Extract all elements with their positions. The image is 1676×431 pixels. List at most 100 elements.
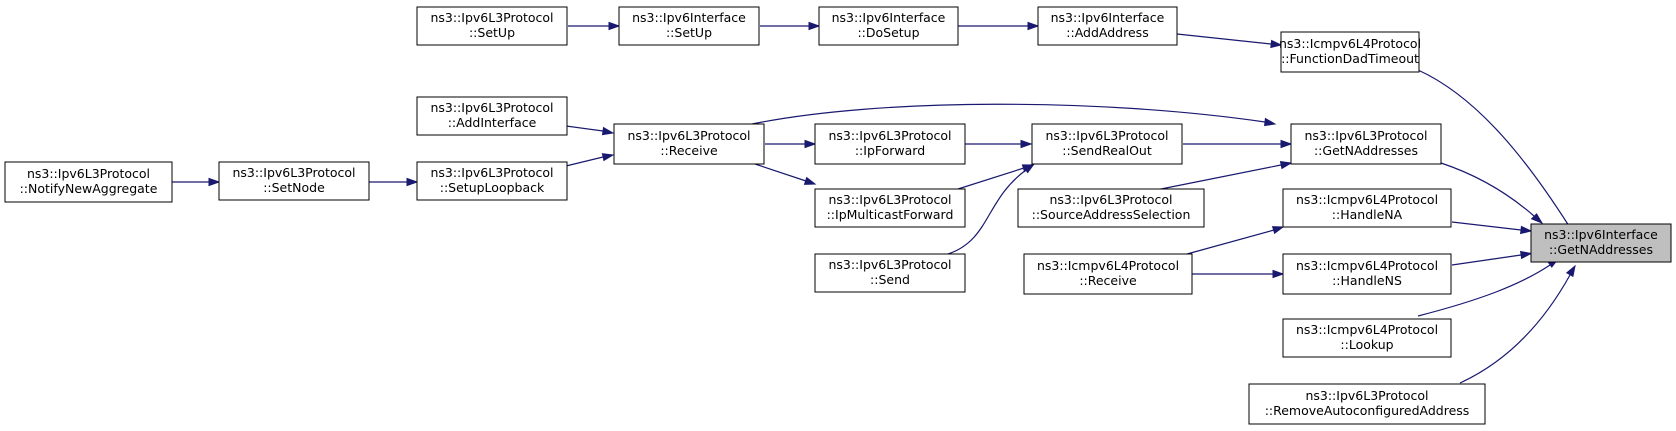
node-icmpv6l4protocol-receive[interactable]: ns3::Icmpv6L4Protocol ::Receive bbox=[1023, 253, 1193, 295]
node-ipv6l3protocol-getnaddresses[interactable]: ns3::Ipv6L3Protocol ::GetNAddresses bbox=[1290, 123, 1442, 165]
node-line1: ns3::Icmpv6L4Protocol bbox=[1296, 192, 1438, 207]
edge-l3getnaddresses-to-getnaddresses bbox=[1440, 162, 1535, 217]
node-line2: ::SetUp bbox=[666, 25, 712, 40]
node-line2: ::AddInterface bbox=[448, 115, 537, 130]
arrowhead bbox=[1264, 117, 1277, 127]
arrowhead bbox=[1270, 39, 1283, 49]
edge-lookup-to-getnaddresses bbox=[1417, 264, 1551, 317]
node-line1: ns3::Icmpv6L4Protocol bbox=[1279, 36, 1421, 51]
node-ipv6interface-addaddress[interactable]: ns3::Ipv6Interface ::AddAddress bbox=[1037, 6, 1178, 46]
node-line1: ns3::Ipv6L3Protocol bbox=[430, 165, 553, 180]
node-line1: ns3::Icmpv6L4Protocol bbox=[1296, 322, 1438, 337]
node-line1: ns3::Ipv6L3Protocol bbox=[1049, 192, 1172, 207]
node-line1: ns3::Ipv6Interface bbox=[1051, 10, 1165, 25]
node-line2: ::GetNAddresses bbox=[1549, 242, 1653, 257]
node-line1: ns3::Ipv6Interface bbox=[632, 10, 746, 25]
node-line2: ::SetupLoopback bbox=[440, 180, 545, 195]
node-line2: ::HandleNS bbox=[1332, 273, 1402, 288]
edge-removeautoconfigured-to-getnaddresses bbox=[1459, 274, 1571, 384]
node-line2: ::FunctionDadTimeout bbox=[1281, 51, 1419, 66]
arrowhead bbox=[1027, 21, 1040, 31]
node-line2: ::Send bbox=[870, 272, 910, 287]
node-ipv6l3protocol-send[interactable]: ns3::Ipv6L3Protocol ::Send bbox=[814, 253, 966, 293]
arrowhead bbox=[804, 139, 817, 149]
node-line2: ::RemoveAutoconfiguredAddress bbox=[1265, 403, 1470, 418]
arrowhead bbox=[1520, 225, 1533, 235]
arrowhead bbox=[1279, 161, 1293, 170]
arrowhead bbox=[208, 177, 221, 187]
edge-handlena-to-getnaddresses bbox=[1451, 221, 1522, 231]
node-icmpv6l4protocol-handlena[interactable]: ns3::Icmpv6L4Protocol ::HandleNA bbox=[1282, 188, 1452, 228]
node-line2: ::GetNAddresses bbox=[1314, 143, 1418, 158]
node-line1: ns3::Ipv6L3Protocol bbox=[430, 100, 553, 115]
arrowhead bbox=[1280, 139, 1293, 149]
node-line2: ::SetNode bbox=[263, 180, 325, 195]
arrowhead bbox=[808, 21, 821, 31]
node-line1: ns3::Icmpv6L4Protocol bbox=[1037, 258, 1179, 273]
arrowhead bbox=[1565, 264, 1576, 278]
node-line1: ns3::Icmpv6L4Protocol bbox=[1296, 258, 1438, 273]
node-ipv6l3protocol-ipmulticastforward[interactable]: ns3::Ipv6L3Protocol ::IpMulticastForward bbox=[814, 188, 966, 228]
node-line1: ns3::Ipv6L3Protocol bbox=[430, 10, 553, 25]
arrowhead bbox=[601, 153, 615, 162]
node-icmpv6l4protocol-functiondadtimeout[interactable]: ns3::Icmpv6L4Protocol ::FunctionDadTimeo… bbox=[1279, 31, 1421, 73]
node-line2: ::IpMulticastForward bbox=[827, 207, 954, 222]
arrowhead bbox=[1530, 213, 1544, 225]
node-ipv6l3protocol-notifynewaggregate[interactable]: ns3::Ipv6L3Protocol ::NotifyNewAggregate bbox=[4, 161, 173, 203]
node-line1: ns3::Ipv6L3Protocol bbox=[627, 128, 750, 143]
edge-send-to-sendrealout bbox=[947, 169, 1027, 255]
edge-icmpreceive-to-handlena bbox=[1186, 229, 1275, 255]
node-ipv6interface-dosetup[interactable]: ns3::Ipv6Interface ::DoSetup bbox=[818, 6, 959, 46]
edge-addaddress-to-functiondadtimeout bbox=[1176, 33, 1272, 45]
node-line1: ns3::Ipv6L3Protocol bbox=[232, 165, 355, 180]
arrowhead bbox=[803, 176, 817, 185]
node-line1: ns3::Ipv6L3Protocol bbox=[828, 192, 951, 207]
edge-addinterface-to-receive bbox=[565, 125, 604, 132]
node-line2: ::NotifyNewAggregate bbox=[20, 181, 158, 196]
node-line2: ::SourceAddressSelection bbox=[1032, 207, 1191, 222]
arrowhead bbox=[608, 21, 621, 31]
node-line2: ::SetUp bbox=[469, 25, 515, 40]
edge-ipmulticastforward-to-sendrealout bbox=[957, 167, 1025, 190]
arrowhead bbox=[1271, 226, 1285, 235]
arrowhead bbox=[406, 177, 419, 187]
node-line2: ::HandleNA bbox=[1332, 207, 1403, 222]
node-line1: ns3::Ipv6L3Protocol bbox=[1045, 128, 1168, 143]
node-line1: ns3::Ipv6L3Protocol bbox=[828, 128, 951, 143]
arrowhead bbox=[1022, 163, 1036, 174]
node-ipv6l3protocol-removeautoconfiguredaddress[interactable]: ns3::Ipv6L3Protocol ::RemoveAutoconfigur… bbox=[1248, 383, 1486, 425]
node-line2: ::Lookup bbox=[1340, 337, 1393, 352]
node-line1: ns3::Ipv6Interface bbox=[1544, 227, 1658, 242]
edge-sourceaddressselection-to-l3getnaddresses bbox=[1155, 164, 1282, 191]
edge-setuploopback-to-receive bbox=[565, 156, 604, 167]
node-line1: ns3::Ipv6L3Protocol bbox=[1305, 388, 1428, 403]
arrowhead bbox=[1272, 269, 1285, 279]
edge-handlens-to-getnaddresses bbox=[1451, 254, 1522, 266]
node-ipv6l3protocol-setuploopback[interactable]: ns3::Ipv6L3Protocol ::SetupLoopback bbox=[416, 161, 568, 201]
node-icmpv6l4protocol-handlens[interactable]: ns3::Icmpv6L4Protocol ::HandleNS bbox=[1282, 253, 1452, 295]
node-ipv6l3protocol-ipforward[interactable]: ns3::Ipv6L3Protocol ::IpForward bbox=[814, 123, 966, 165]
node-line1: ns3::Ipv6L3Protocol bbox=[27, 166, 150, 181]
node-line2: ::DoSetup bbox=[857, 25, 919, 40]
node-line2: ::Receive bbox=[1079, 273, 1137, 288]
node-ipv6interface-getnaddresses[interactable]: ns3::Ipv6Interface ::GetNAddresses bbox=[1530, 223, 1672, 263]
nodes: ns3::Ipv6Interface ::GetNAddresses ns3::… bbox=[4, 6, 1672, 425]
node-ipv6l3protocol-sourceaddressselection[interactable]: ns3::Ipv6L3Protocol ::SourceAddressSelec… bbox=[1017, 188, 1205, 228]
node-ipv6l3protocol-receive[interactable]: ns3::Ipv6L3Protocol ::Receive bbox=[613, 123, 765, 165]
node-ipv6l3protocol-setup[interactable]: ns3::Ipv6L3Protocol ::SetUp bbox=[416, 6, 568, 46]
node-ipv6l3protocol-addinterface[interactable]: ns3::Ipv6L3Protocol ::AddInterface bbox=[416, 96, 568, 136]
edge-receive-to-ipmulticastforward bbox=[751, 162, 807, 182]
node-ipv6l3protocol-sendrealout[interactable]: ns3::Ipv6L3Protocol ::SendRealOut bbox=[1031, 123, 1183, 165]
edges bbox=[172, 21, 1576, 384]
node-line2: ::IpForward bbox=[855, 143, 925, 158]
node-ipv6interface-setup[interactable]: ns3::Ipv6Interface ::SetUp bbox=[618, 6, 760, 46]
node-ipv6l3protocol-setnode[interactable]: ns3::Ipv6L3Protocol ::SetNode bbox=[218, 161, 370, 201]
node-line2: ::SendRealOut bbox=[1062, 143, 1152, 158]
edge-functiondadtimeout-to-getnaddresses bbox=[1417, 69, 1570, 227]
node-line2: ::AddAddress bbox=[1066, 25, 1148, 40]
arrowhead bbox=[601, 126, 615, 136]
node-icmpv6l4protocol-lookup[interactable]: ns3::Icmpv6L4Protocol ::Lookup bbox=[1282, 318, 1452, 358]
node-line2: ::Receive bbox=[660, 143, 718, 158]
arrowhead bbox=[1020, 139, 1033, 149]
